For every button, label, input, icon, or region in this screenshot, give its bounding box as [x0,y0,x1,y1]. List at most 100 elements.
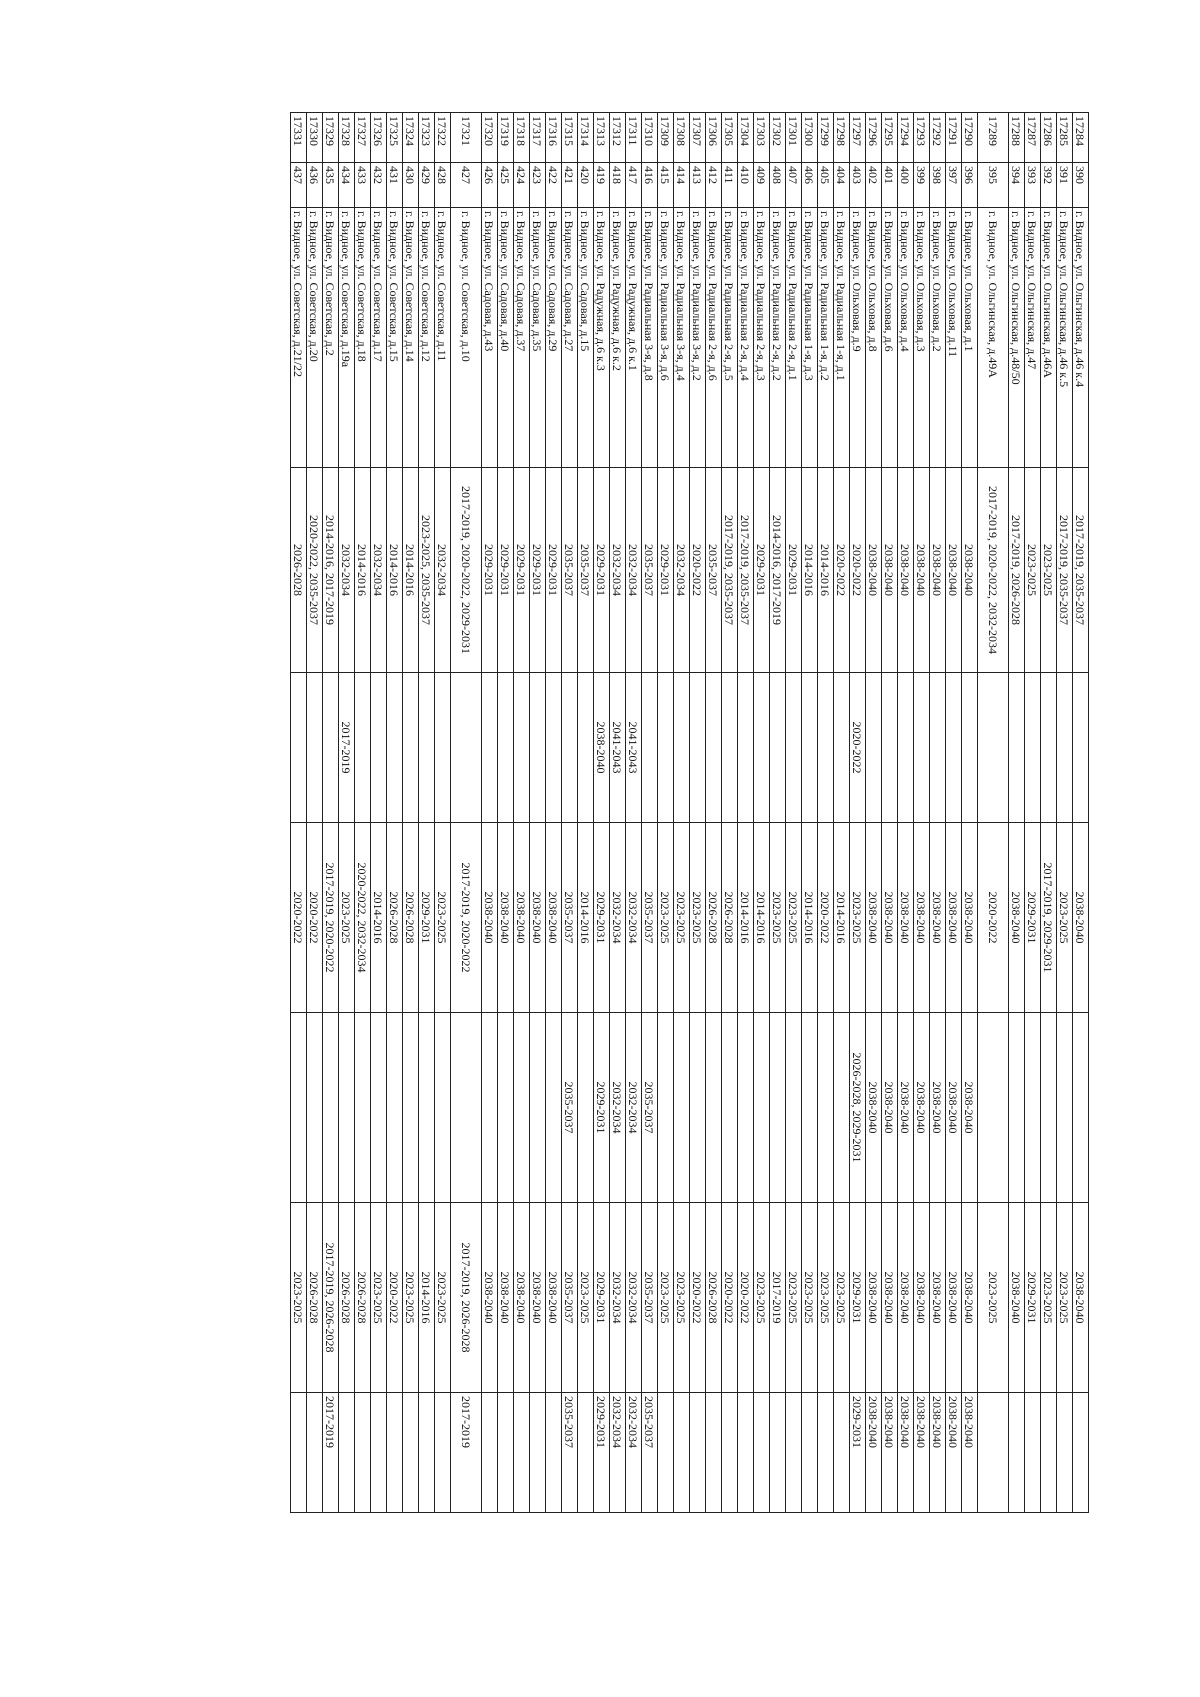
cell-id: 17295 [881,112,898,163]
cell-address: г. Видное, ул. Радиальная 2-я, д.1 [785,207,802,468]
cell-c1: 2014-2016 [817,467,834,673]
cell-c1: 2038-2040 [881,467,898,673]
cell-n: 412 [705,162,722,208]
cell-c6 [817,1392,834,1513]
cell-c6 [721,1392,738,1513]
cell-n: 437 [290,162,307,208]
cell-c3: 2029-2031 [593,822,610,1013]
cell-n: 429 [418,162,435,208]
cell-id: 17325 [386,112,403,163]
cell-address: г. Видное, ул. Радиальная 2-я, д.2 [769,207,786,468]
cell-c2 [705,672,722,823]
cell-c3: 2038-2040 [961,822,978,1013]
cell-id: 17318 [513,112,530,163]
cell-address: г. Видное, ул. Радиальная 2-я, д.5 [721,207,738,468]
cell-n: 414 [673,162,690,208]
cell-c2 [673,672,690,823]
cell-c2 [897,672,914,823]
cell-address: г. Видное, ул. Радиальная 1-я, д.3 [801,207,818,468]
cell-c2 [386,672,403,823]
cell-address: г. Видное, ул. Радужная, д.6 к.3 [593,207,610,468]
cell-address: г. Видное, ул. Радиальная 3-я, д.2 [689,207,706,468]
cell-c1: 2023-2025 [1040,467,1057,673]
cell-c5: 2017-2019, 2026-2028 [450,1202,482,1393]
cell-c5: 2038-2040 [497,1202,514,1393]
cell-c6: 2038-2040 [881,1392,898,1513]
cell-c5: 2017-2019, 2026-2028 [322,1202,339,1393]
cell-address: г. Видное, ул. Садовая, д.15 [577,207,594,468]
cell-c1: 2014-2016, 2017-2019 [769,467,786,673]
cell-c2 [354,672,371,823]
cell-id: 17315 [561,112,578,163]
cell-address: г. Видное, ул. Ольгинская, д.46 к.4 [1072,207,1089,468]
cell-c2 [1072,672,1089,823]
cell-id: 17293 [913,112,930,163]
cell-c6 [1072,1392,1089,1513]
cell-c2 [513,672,530,823]
cell-c2 [1056,672,1073,823]
cell-c3: 2014-2016 [577,822,594,1013]
cell-address: г. Видное, ул. Советская, д.18 [354,207,371,468]
cell-c1: 2035-2037 [705,467,722,673]
cell-c2: 2041-2043 [609,672,626,823]
cell-c3: 2020-2022, 2032-2034 [354,822,371,1013]
cell-c3: 2029-2031 [418,822,435,1013]
cell-c1: 2017-2019, 2035-2037 [737,467,754,673]
cell-n: 420 [577,162,594,208]
cell-n: 404 [833,162,850,208]
cell-c3: 2017-2019, 2020-2022 [322,822,339,1013]
cell-c2 [450,672,482,823]
cell-c3: 2023-2025 [657,822,674,1013]
cell-n: 422 [545,162,562,208]
cell-c5: 2038-2040 [913,1202,930,1393]
cell-c4: 2038-2040 [865,1012,882,1203]
cell-c2 [865,672,882,823]
cell-c3: 2020-2022 [306,822,323,1013]
cell-address: г. Видное, ул. Радужная, д.6 к.2 [609,207,626,468]
cell-address: г. Видное, ул. Садовая, д.29 [545,207,562,468]
cell-c4 [402,1012,419,1203]
cell-c5: 2023-2025 [657,1202,674,1393]
cell-id: 17303 [753,112,770,163]
cell-address: г. Видное, ул. Советская, д.21/22 [290,207,307,468]
cell-c3: 2029-2031 [1024,822,1041,1013]
cell-c1: 2014-2016 [402,467,419,673]
cell-c1: 2017-2019, 2035-2037 [1072,467,1089,673]
cell-n: 430 [402,162,419,208]
cell-c2 [769,672,786,823]
cell-address: г. Видное, ул. Садовая, д.40 [497,207,514,468]
cell-c6 [513,1392,530,1513]
cell-c6 [386,1392,403,1513]
cell-c2 [641,672,658,823]
cell-c4 [737,1012,754,1203]
cell-n: 394 [1008,162,1025,208]
cell-c6: 2017-2019 [450,1392,482,1513]
cell-c5: 2029-2031 [849,1202,866,1393]
cell-c5: 2035-2037 [641,1202,658,1393]
cell-c3: 2038-2040 [529,822,546,1013]
cell-c6: 2038-2040 [929,1392,946,1513]
cell-c5: 2023-2025 [801,1202,818,1393]
cell-c5: 2026-2028 [338,1202,355,1393]
cell-c6 [577,1392,594,1513]
cell-c3: 2017-2019, 2029-2031 [1040,822,1057,1013]
cell-c2 [689,672,706,823]
cell-c6 [673,1392,690,1513]
cell-c4 [481,1012,498,1203]
cell-n: 398 [929,162,946,208]
cell-c2 [497,672,514,823]
cell-c4 [817,1012,834,1203]
